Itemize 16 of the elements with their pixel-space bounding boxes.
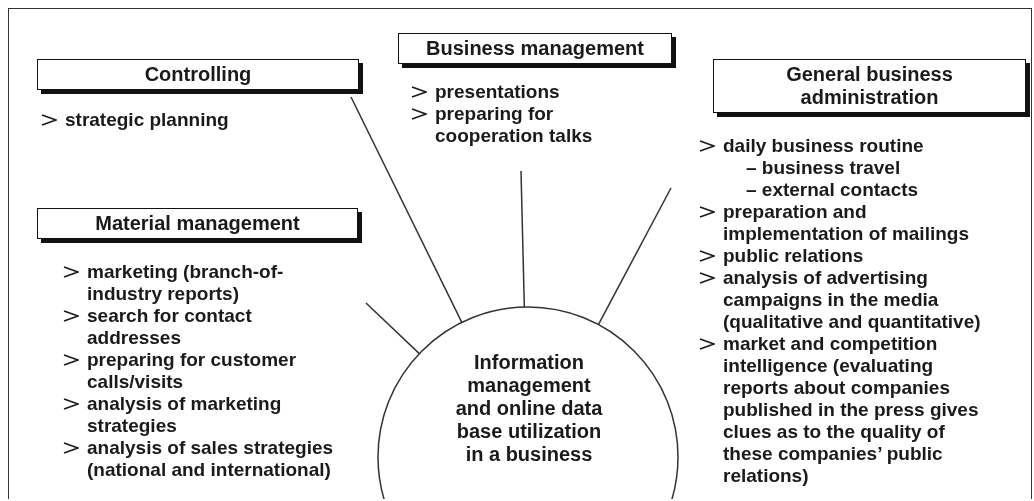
list-item: preparing for cooperation talks xyxy=(435,103,594,147)
list-item: marketing (branch-of-industry reports) xyxy=(87,261,285,305)
connector-line xyxy=(597,187,672,326)
list-item: presentations xyxy=(435,81,561,103)
connector-line xyxy=(365,302,421,355)
list-item: – business travel xyxy=(746,157,902,179)
list-item: daily business routine xyxy=(723,135,925,157)
list-item: – external contacts xyxy=(746,179,920,201)
connector-line xyxy=(350,96,463,324)
list-item: analysis of advertising campaigns in the media (qualitative and quantitative) xyxy=(723,267,982,333)
list-item: market and competition intelligence (evaluating reports about companies published in the press gives clues as to the quality of these companies’ public relations) xyxy=(723,333,980,487)
list-item: analysis of sales strategies (national and international) xyxy=(87,437,335,481)
list-item: strategic planning xyxy=(65,109,230,131)
list-item: public relations xyxy=(723,245,865,267)
center-label: Information management and online data base utilization in a business xyxy=(454,351,604,466)
connector-line xyxy=(520,170,526,308)
